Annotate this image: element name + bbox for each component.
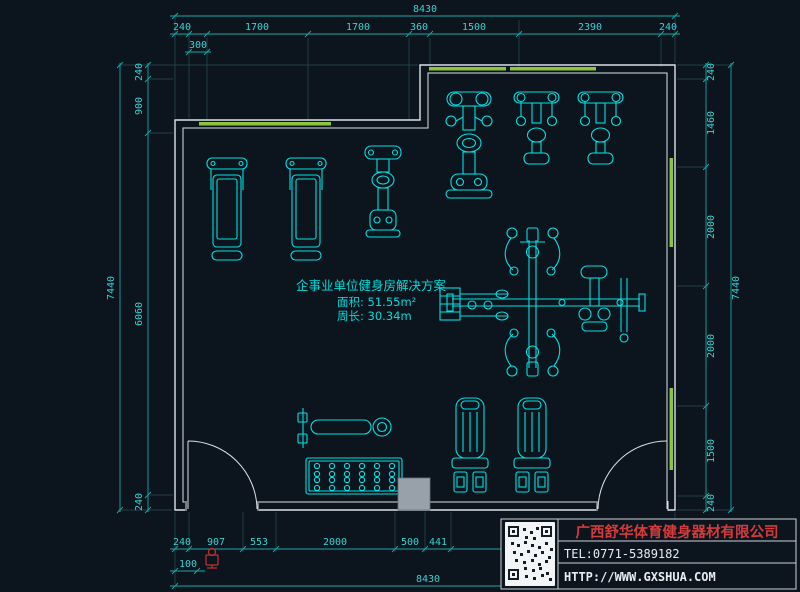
dim-right-4: 1500 [706,439,717,463]
doors [185,440,669,511]
dim-bottom-3: 2000 [323,537,347,548]
plan-perimeter: 周长: 30.34m [337,309,412,323]
dim-bottom-1: 907 [207,537,225,548]
weight-station-1 [513,91,560,165]
qr-code [505,522,555,586]
title-block: 广西舒华体育健身器材有限公司 TEL:0771-5389182 HTTP://W… [500,518,797,590]
dim-bottom-4: 500 [401,537,419,548]
door-swing-left [187,440,258,510]
dim-top-2: 1700 [346,22,370,33]
strength-machine-large [445,91,493,199]
dim-top-sub: 300 [189,40,207,51]
door-swing-right [597,440,668,510]
wall-outer [174,64,676,511]
equipment-layer [206,91,646,495]
dim-top-6: 240 [659,22,677,33]
treadmill-2 [285,157,327,261]
dim-top-0: 240 [173,22,191,33]
dimension-texts: 8430 240 1700 1700 360 1500 2390 240 300… [106,4,742,585]
plan-label: 企事业单位健身房解决方案 面积: 51.55m² 周长: 30.34m [296,278,447,323]
treadmill-1 [206,157,248,261]
multi-station-gym [439,227,646,377]
company-tel: TEL:0771-5389182 [564,547,680,561]
door-openings [185,500,668,512]
plan-title: 企事业单位健身房解决方案 [296,278,447,293]
dim-top-1: 1700 [245,22,269,33]
dim-bottom-total: 8430 [416,574,440,585]
dim-top-4: 1500 [462,22,486,33]
dim-bottom-sub: 100 [179,559,197,570]
dim-bottom-2: 553 [250,537,268,548]
windows [199,67,674,470]
exercise-bike [364,145,402,238]
dim-right-3: 2000 [706,334,717,358]
company-url: HTTP://WWW.GXSHUA.COM [564,570,716,584]
dim-right-1: 1460 [706,111,717,135]
cable-machine-1 [451,397,489,493]
dim-top-total: 8430 [413,4,437,15]
dim-right-5: 240 [706,494,717,512]
fire-hydrant-symbol [205,547,219,569]
dim-top-3: 360 [410,22,428,33]
dim-top-5: 2390 [578,22,602,33]
plan-area: 面积: 51.55m² [337,295,416,309]
company-name: 广西舒华体育健身器材有限公司 [576,523,779,541]
dim-bottom-0: 240 [173,537,191,548]
structural-column [397,477,431,511]
cable-machine-2 [513,397,551,493]
flat-bench-barbell [297,408,392,448]
dim-right-0: 240 [706,63,717,81]
title-block-grid [557,519,796,589]
dim-left-0: 240 [134,63,145,81]
dim-right-total: 7440 [731,276,742,300]
qr-finder-cores [512,530,548,576]
dim-left-3: 240 [134,493,145,511]
dim-left-total: 7440 [106,276,117,300]
dumbbell-rack [305,457,403,495]
dim-left-2: 6060 [134,302,145,326]
dim-bottom-5: 441 [429,537,447,548]
weight-station-2 [577,91,624,165]
dim-right-2: 2000 [706,215,717,239]
dim-left-1: 900 [134,97,145,115]
